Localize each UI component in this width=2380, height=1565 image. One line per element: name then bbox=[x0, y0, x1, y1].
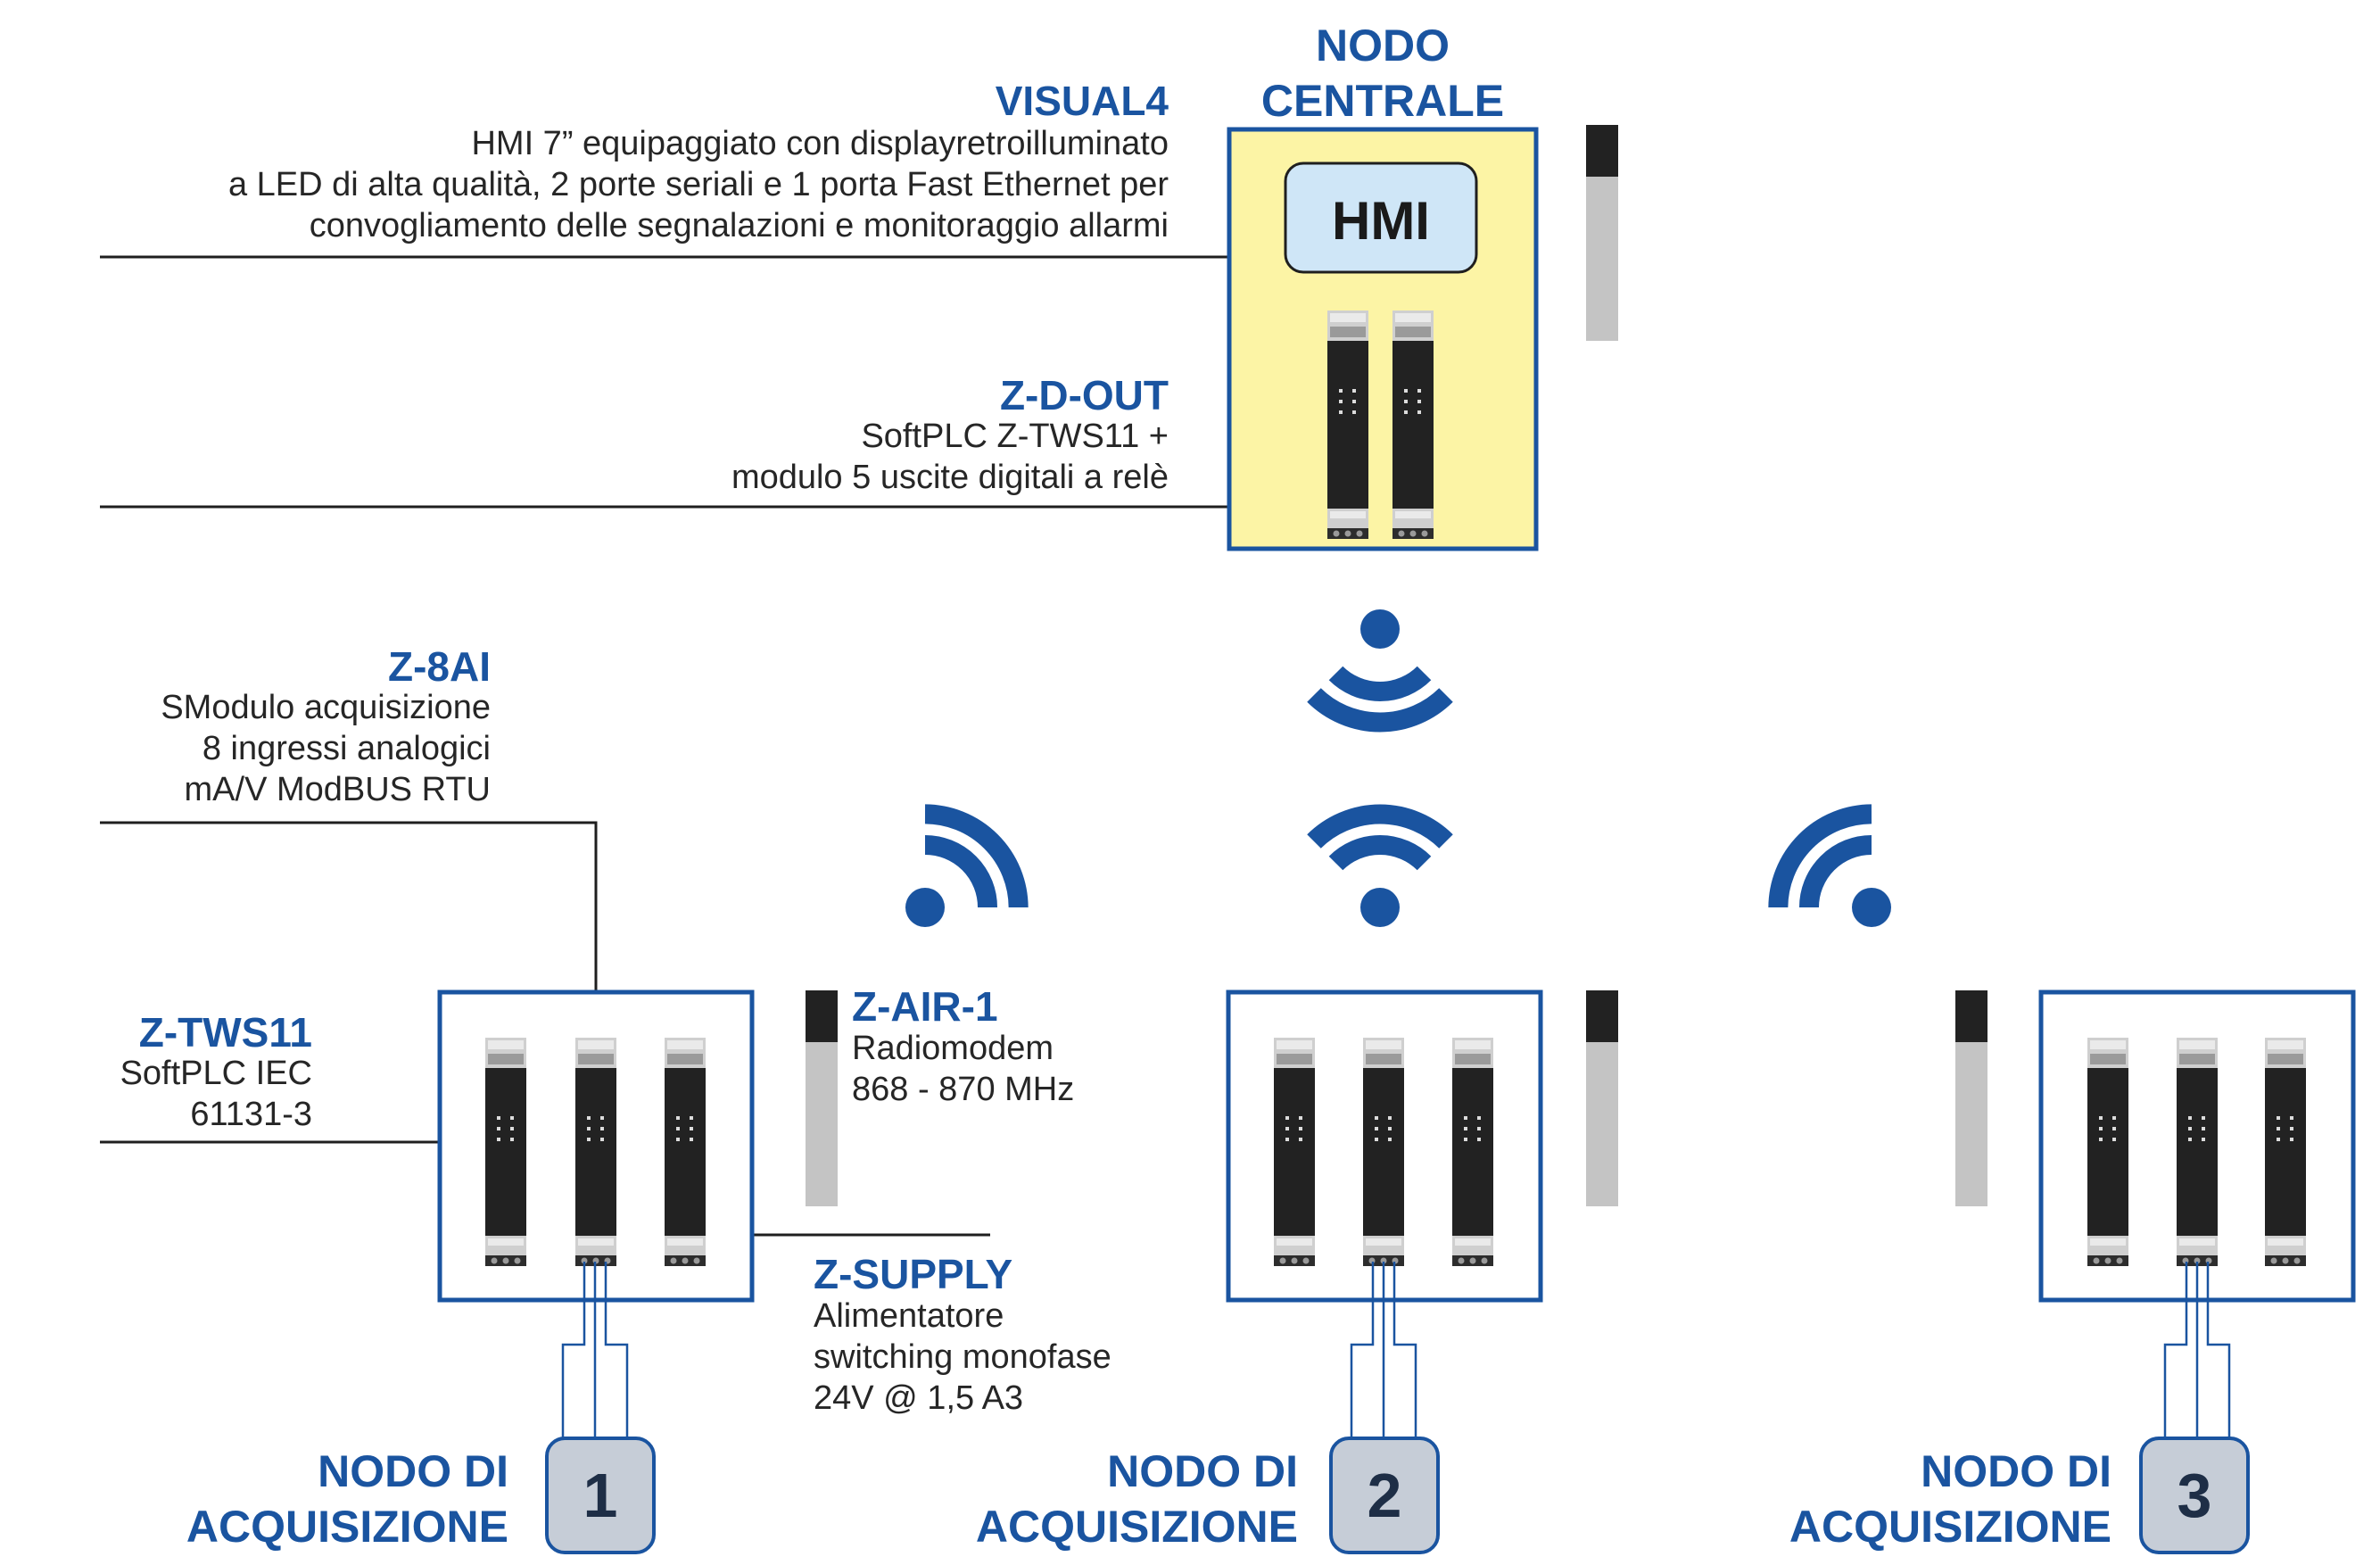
z-air-1-title: Z-AIR-1 bbox=[852, 983, 998, 1030]
hmi-panel bbox=[1284, 161, 1478, 274]
z-8ai-description: SModulo acquisizione 8 ingressi analogic… bbox=[161, 689, 491, 808]
radio-antenna-icon bbox=[1586, 125, 1618, 341]
din-rail-module-icon bbox=[1274, 1038, 1315, 1266]
node-number-1: 1 bbox=[583, 1461, 618, 1530]
visual4-description: HMI 7” equipaggiato con displayretroillu… bbox=[227, 125, 1169, 244]
din-rail-module-icon bbox=[2177, 1038, 2218, 1266]
z-supply-description: Alimentatore switching monofase 24V @ 1,… bbox=[814, 1297, 1111, 1417]
z-d-out-module-icon bbox=[1327, 311, 1368, 539]
hmi-label: HMI bbox=[1332, 191, 1430, 251]
central-node-title-line1: NODO bbox=[1316, 21, 1450, 70]
acquisition-node-1-label-line1: NODO DI bbox=[318, 1446, 508, 1496]
z-air-1-description: Radiomodem 868 - 870 MHz bbox=[852, 1030, 1075, 1108]
node-3-wiring bbox=[2163, 1262, 2231, 1438]
node-number-badge-1: 1 bbox=[545, 1437, 656, 1554]
acquisition-node-2-label-line1: NODO DI bbox=[1107, 1446, 1298, 1496]
radio-antenna-icon bbox=[806, 990, 838, 1206]
z-supply-module-icon bbox=[665, 1038, 706, 1266]
acquisition-node-2-label: NODO DI ACQUISIZIONE bbox=[941, 1444, 1298, 1554]
acquisition-node-1-label-line2: ACQUISIZIONE bbox=[186, 1502, 508, 1552]
z-tws11-description: SoftPLC IEC 61131-3 bbox=[120, 1055, 312, 1133]
node-number-badge-2: 2 bbox=[1329, 1437, 1440, 1554]
node-2-wiring bbox=[1350, 1262, 1417, 1438]
z-d-out-description: SoftPLC Z-TWS11 + modulo 5 uscite digita… bbox=[731, 418, 1169, 496]
relay-module-icon bbox=[1392, 311, 1434, 539]
acquisition-node-1-label: NODO DI ACQUISIZIONE bbox=[152, 1444, 508, 1554]
din-rail-module-icon bbox=[1452, 1038, 1493, 1266]
acquisition-node-3-label-line2: ACQUISIZIONE bbox=[1789, 1502, 2111, 1552]
node-number-badge-3: 3 bbox=[2139, 1437, 2250, 1554]
wifi-signal-icon bbox=[1307, 609, 1453, 733]
acquisition-node-3-label: NODO DI ACQUISIZIONE bbox=[1755, 1444, 2111, 1554]
z-d-out-title: Z-D-OUT bbox=[999, 372, 1169, 418]
z-supply-title: Z-SUPPLY bbox=[814, 1251, 1013, 1297]
z-8ai-title: Z-8AI bbox=[388, 643, 491, 690]
wifi-signal-icon bbox=[1307, 804, 1453, 927]
wifi-signal-icon bbox=[905, 804, 1029, 927]
visual4-title: VISUAL4 bbox=[995, 78, 1169, 124]
z-tws11-title: Z-TWS11 bbox=[138, 1009, 312, 1056]
din-rail-module-icon bbox=[1363, 1038, 1404, 1266]
central-node-title-line2: CENTRALE bbox=[1260, 76, 1505, 126]
wifi-signal-icon bbox=[1768, 804, 1891, 927]
radio-antenna-icon bbox=[1955, 990, 1987, 1206]
acquisition-node-2-label-line2: ACQUISIZIONE bbox=[975, 1502, 1298, 1552]
z-tws11-module-icon bbox=[485, 1038, 526, 1266]
radio-antenna-icon bbox=[1586, 990, 1618, 1206]
node-number-2: 2 bbox=[1368, 1461, 1402, 1530]
acquisition-node-3-label-line1: NODO DI bbox=[1921, 1446, 2111, 1496]
node-number-3: 3 bbox=[2178, 1461, 2212, 1530]
central-node-title: NODO CENTRALE bbox=[1231, 18, 1534, 128]
din-rail-module-icon bbox=[2265, 1038, 2306, 1266]
z-8ai-module-icon bbox=[575, 1038, 616, 1266]
node-1-wiring bbox=[561, 1262, 629, 1438]
din-rail-module-icon bbox=[2087, 1038, 2128, 1266]
